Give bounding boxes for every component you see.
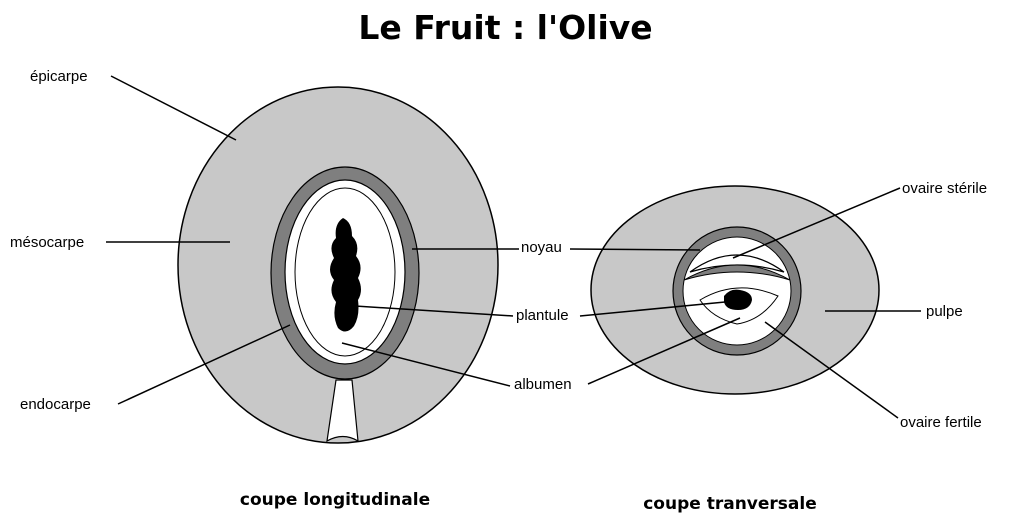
- label-plantule: plantule: [516, 307, 569, 324]
- label-pulpe: pulpe: [926, 303, 963, 320]
- caption-longitudinal: coupe longitudinale: [240, 490, 430, 510]
- transversal-section: [591, 186, 879, 394]
- label-ovaire-fertile: ovaire fertile: [900, 414, 982, 431]
- caption-transversal: coupe tranversale: [643, 494, 817, 514]
- transversal-seed: [724, 290, 752, 310]
- label-ovaire-sterile: ovaire stérile: [902, 180, 987, 197]
- leader-epicarpe: [111, 76, 236, 140]
- label-endocarpe: endocarpe: [20, 396, 91, 413]
- leader-noyau-right: [570, 249, 700, 250]
- label-albumen: albumen: [514, 376, 572, 393]
- label-noyau: noyau: [521, 239, 562, 256]
- label-epicarpe: épicarpe: [30, 68, 88, 85]
- label-mesocarpe: mésocarpe: [10, 234, 84, 251]
- longitudinal-section: [178, 87, 498, 443]
